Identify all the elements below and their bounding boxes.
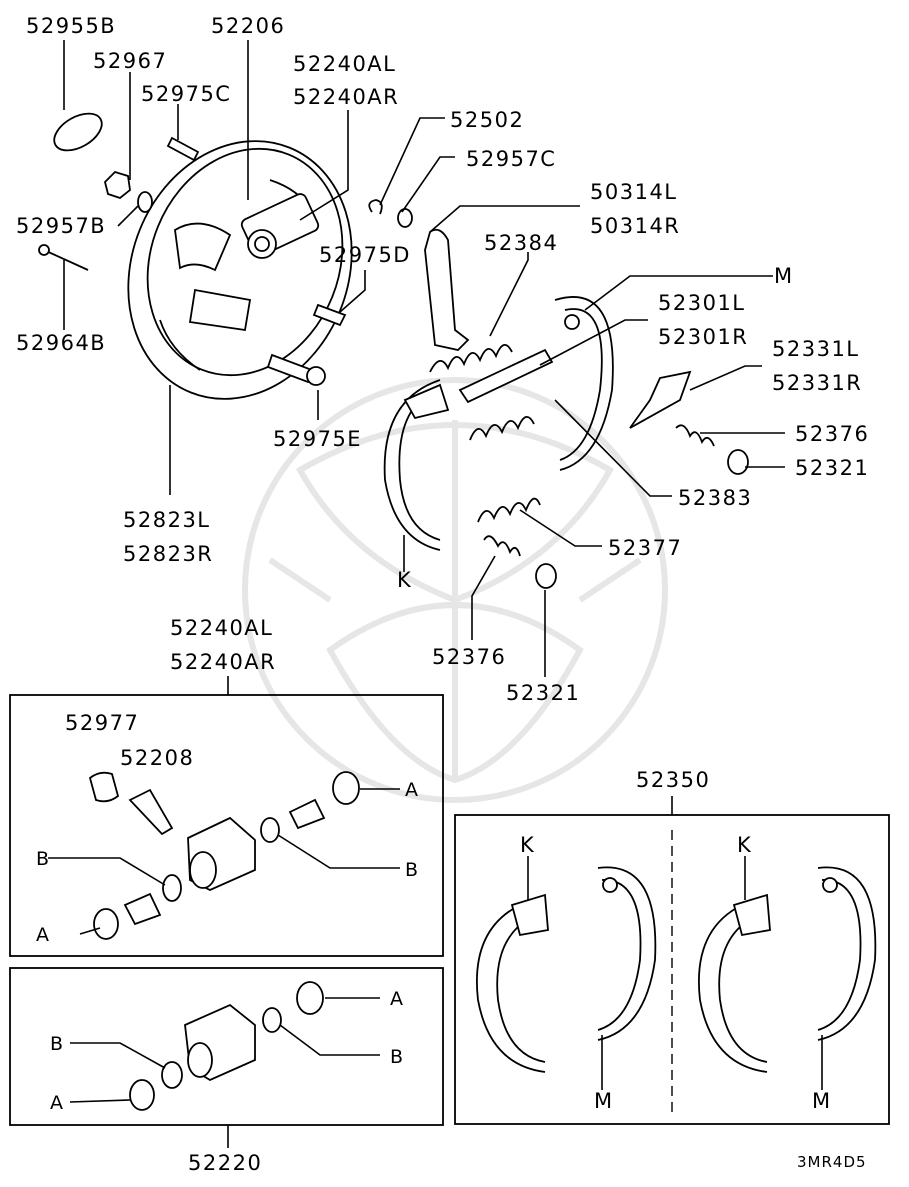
label-52301R: 52301R <box>658 325 748 349</box>
label-52301L: 52301L <box>658 291 746 315</box>
label-52321-right: 52321 <box>795 456 869 480</box>
box-top-title-R: 52240AR <box>170 650 276 674</box>
label-52967: 52967 <box>93 49 167 73</box>
cylinder-kit-frame <box>9 967 444 1126</box>
label-50314L: 50314L <box>590 180 678 204</box>
box-top-B-left: B <box>36 848 50 870</box>
label-52383: 52383 <box>678 486 752 510</box>
box-top-title-L: 52240AL <box>170 616 273 640</box>
leader-lines-left <box>63 40 366 495</box>
wheel-cylinder-box: 52240AL 52240AR 52977 52208 B A B A <box>9 616 444 957</box>
label-52823R: 52823R <box>123 542 213 566</box>
box-shoes-M-left: M <box>594 1089 614 1113</box>
label-52384: 52384 <box>484 231 558 255</box>
box-top-A-right: A <box>405 779 419 801</box>
box-top-B-right: B <box>405 859 419 881</box>
backing-plate-assembly <box>38 112 353 400</box>
box-shoes-M-right: M <box>812 1089 832 1113</box>
label-52502: 52502 <box>450 108 524 132</box>
box-bottom-A-left: A <box>50 1092 64 1114</box>
backing-plate <box>127 140 353 400</box>
diagram-code: 3MR4D5 <box>797 1153 867 1171</box>
label-52975C: 52975C <box>141 82 231 106</box>
cap-52977 <box>88 771 120 803</box>
label-52240AL: 52240AL <box>293 52 396 76</box>
shoe-set-frame <box>454 814 890 1125</box>
cylinder-kit-box: B A B A 52220 <box>9 967 444 1175</box>
box-shoes-K-left: K <box>520 833 535 857</box>
label-52957C: 52957C <box>466 147 556 171</box>
shoe-spring-assembly <box>368 199 749 589</box>
label-52975E: 52975E <box>273 427 362 451</box>
bleeder-52208 <box>128 788 174 836</box>
box-shoes-K-right: K <box>737 833 752 857</box>
label-52957B: 52957B <box>16 214 106 238</box>
label-52823L: 52823L <box>123 508 211 532</box>
label-52321-lower: 52321 <box>506 681 580 705</box>
brake-shoe-set-box: 52350 K M K M <box>454 768 890 1125</box>
label-52975D: 52975D <box>319 243 411 267</box>
label-52240AR: 52240AR <box>293 85 399 109</box>
label-52208: 52208 <box>120 746 194 770</box>
label-52376-lower: 52376 <box>432 645 506 669</box>
watermark-logo <box>242 377 668 803</box>
label-52377: 52377 <box>608 536 682 560</box>
label-52955B: 52955B <box>26 14 116 38</box>
box-bottom-B-right: B <box>390 1046 404 1068</box>
wheel-cylinder-frame <box>9 694 444 957</box>
label-52376-right: 52376 <box>795 422 869 446</box>
label-52331R: 52331R <box>772 371 862 395</box>
box-bottom-A-right: A <box>390 988 404 1010</box>
label-52964B: 52964B <box>16 331 106 355</box>
label-52331L: 52331L <box>772 337 860 361</box>
label-K-top: K <box>397 568 412 592</box>
box-bottom-B-left: B <box>50 1033 64 1055</box>
label-50314R: 50314R <box>590 214 680 238</box>
label-52977: 52977 <box>65 711 139 735</box>
box-bottom-title: 52220 <box>188 1151 262 1175</box>
leader-lines-right <box>379 117 785 677</box>
box-shoes-title: 52350 <box>636 768 710 792</box>
label-M-top: M <box>774 264 794 288</box>
label-52206: 52206 <box>211 14 285 38</box>
box-top-A-left: A <box>36 924 50 946</box>
